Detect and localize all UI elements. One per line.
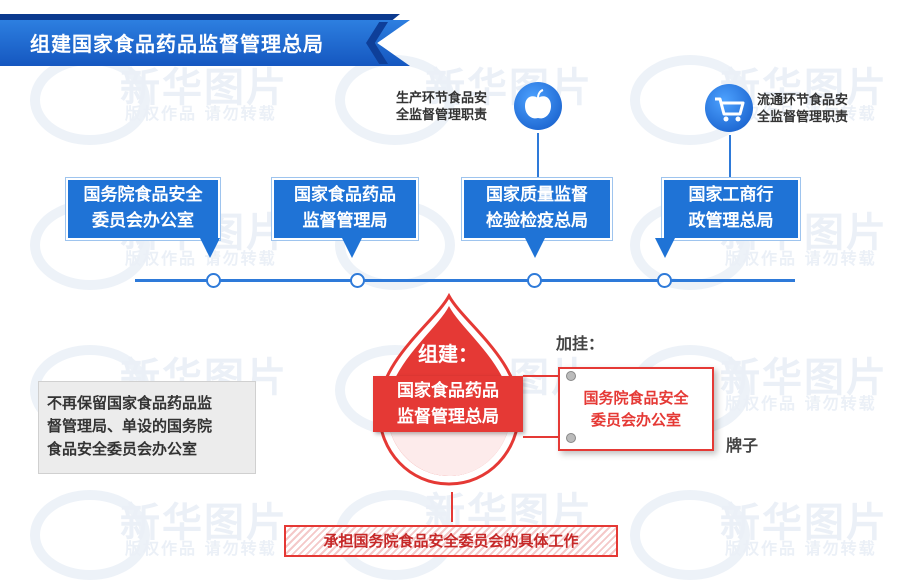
timeline-node — [350, 273, 365, 288]
timeline-line — [135, 279, 795, 282]
timeline-node — [657, 273, 672, 288]
shopping-cart-icon — [705, 84, 753, 132]
note-box: 不再保留国家食品药品监 督管理局、单设的国务院 食品安全委员会办公室 — [38, 381, 256, 474]
formation-label: 组建： — [418, 342, 478, 366]
apple-icon — [514, 82, 562, 130]
formation-name-line: 国家食品药品 — [397, 381, 499, 401]
plaque-label: 牌子 — [726, 436, 759, 455]
timeline-node — [206, 273, 221, 288]
agency-box-pointer — [655, 238, 675, 258]
agency-box-pointer — [525, 238, 545, 258]
header-banner — [0, 20, 410, 66]
agency-box-pointer — [200, 238, 220, 258]
production-responsibility-label: 生产环节食品安 全监督管理职责 — [396, 91, 488, 123]
pin-icon — [566, 433, 576, 443]
formation-name-box: 国家食品药品 监督管理总局 — [373, 376, 523, 432]
connector-line — [451, 492, 453, 522]
connector-line — [523, 375, 569, 377]
timeline-node — [527, 273, 542, 288]
connector-line — [537, 133, 539, 177]
circulation-responsibility-label: 流通环节食品安 全监督管理职责 — [757, 93, 849, 125]
connector-line — [729, 135, 731, 177]
agency-box-food-safety-office: 国务院食品安全 委员会办公室 — [68, 180, 218, 238]
agency-box-saic: 国家工商行 政管理总局 — [664, 180, 798, 238]
page-title: 组建国家食品药品监督管理总局 — [30, 32, 324, 56]
agency-box-pointer — [342, 238, 362, 258]
formation-name-line: 监督管理总局 — [397, 407, 499, 427]
agency-box-sfda: 国家食品药品 监督管理局 — [274, 180, 416, 238]
addon-label: 加挂： — [556, 334, 605, 353]
connector-line — [523, 436, 569, 438]
agency-box-aqsiq: 国家质量监督 检验检疫总局 — [464, 180, 610, 238]
pin-icon — [566, 371, 576, 381]
bottom-banner: 承担国务院食品安全委员会的具体工作 — [284, 525, 618, 557]
addon-panel: 国务院食品安全 委员会办公室 — [558, 367, 714, 451]
